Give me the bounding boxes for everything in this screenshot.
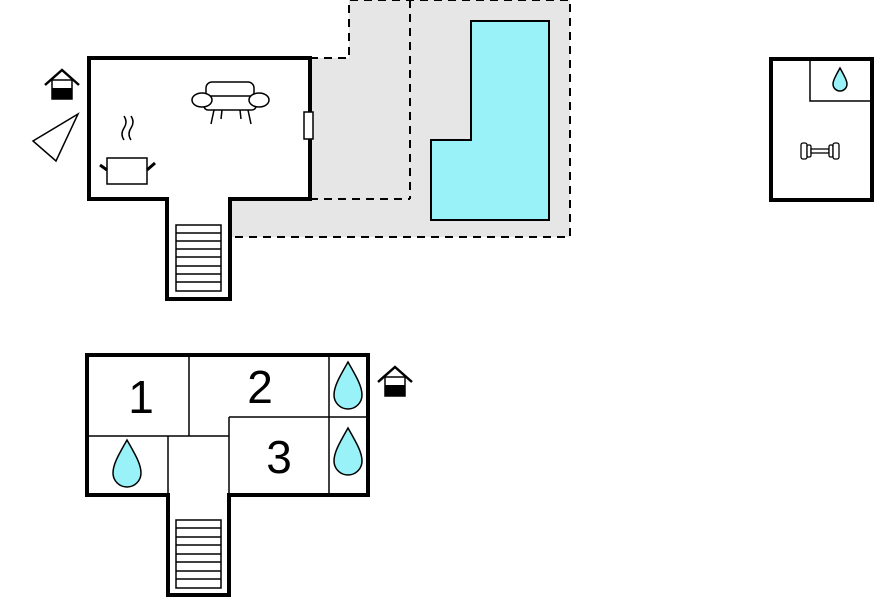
compass-direction-icon: [31, 112, 80, 163]
terrace-area: [229, 0, 571, 238]
water-drop-icon: [112, 438, 142, 488]
pool: [430, 20, 550, 221]
sofa-icon: [191, 81, 270, 125]
ground-floor: [31, 56, 314, 301]
upper-floor: 1 2 3: [85, 353, 413, 597]
water-drop-icon: [333, 360, 363, 410]
water-drop-icon: [832, 66, 848, 92]
interior-walls: [89, 357, 366, 495]
room-3-label: 3: [266, 431, 292, 483]
living-room: [87, 56, 312, 301]
outbuilding-room: [769, 57, 874, 202]
house-entrance-icon: [377, 365, 413, 397]
room-2-label: 2: [247, 361, 273, 413]
dumbbell-icon: [800, 142, 840, 160]
water-drop-icon: [333, 426, 363, 476]
cooking-pot-icon: [99, 115, 156, 185]
house-entrance-icon: [44, 68, 80, 100]
stairs-icon: [175, 224, 222, 292]
stairs-icon: [175, 519, 222, 589]
room-1-label: 1: [128, 371, 154, 423]
upper-floor-outline: [85, 353, 370, 597]
outbuilding-bathroom: [809, 59, 871, 102]
outbuilding: [769, 57, 874, 202]
door-icon: [303, 111, 314, 140]
